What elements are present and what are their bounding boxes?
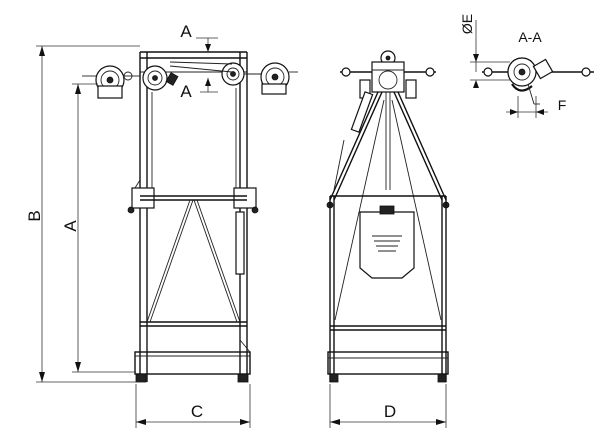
front-view	[82, 51, 298, 383]
label-b: B	[25, 210, 44, 221]
label-f: F	[558, 97, 567, 113]
dimension-b	[36, 45, 140, 383]
label-e: ØE	[459, 14, 475, 34]
section-label-top: A	[180, 22, 192, 41]
bracket-left	[127, 179, 155, 214]
pulley-unit-left	[82, 65, 140, 99]
dimension-f	[506, 96, 548, 118]
label-c: C	[191, 402, 203, 421]
bracket-right	[233, 187, 259, 275]
dimension-a	[72, 83, 136, 373]
pulley-unit-center-left	[142, 65, 179, 91]
dimension-e	[470, 20, 510, 88]
section-a-a-detail	[482, 57, 594, 105]
dimension-c	[135, 384, 251, 428]
section-marker	[196, 37, 218, 93]
info-placard	[359, 205, 415, 279]
pulley-unit-right	[260, 62, 298, 95]
section-title: A-A	[518, 29, 542, 45]
label-d: D	[384, 402, 396, 421]
section-label-bottom: A	[180, 82, 192, 101]
dimension-d	[329, 384, 447, 428]
label-a: A	[61, 220, 80, 232]
side-view	[326, 50, 450, 383]
pulley-unit-center-right	[221, 62, 262, 86]
